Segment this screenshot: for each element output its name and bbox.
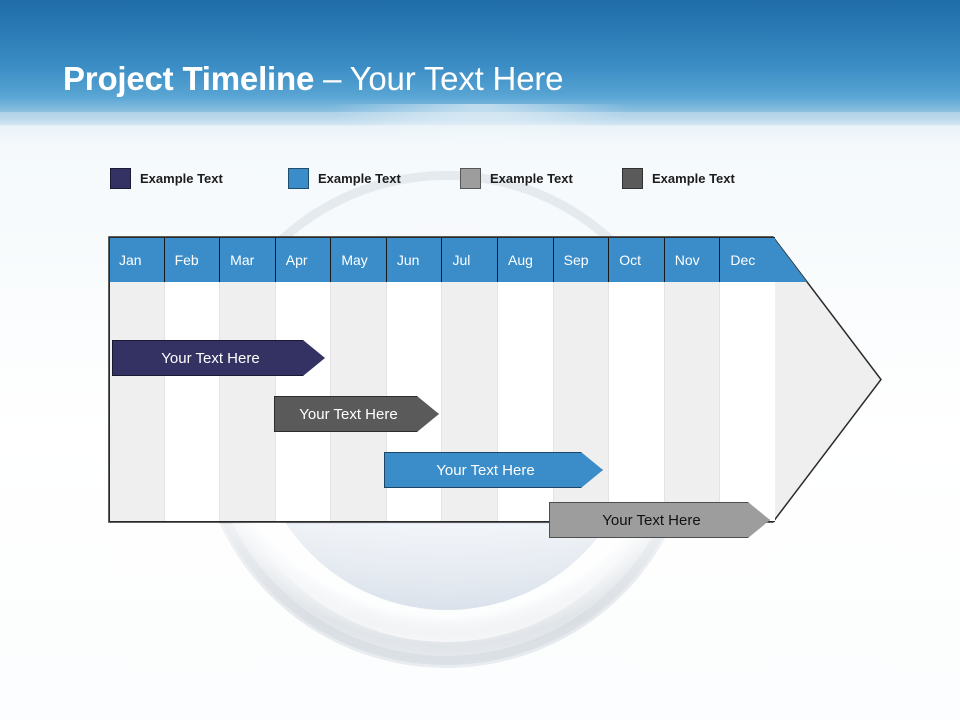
task-arrow-4[interactable]: Your Text Here bbox=[549, 502, 770, 538]
legend-swatch-icon-3 bbox=[460, 168, 481, 189]
month-header-dec[interactable]: Dec bbox=[720, 237, 775, 282]
legend-item-label: Example Text bbox=[490, 171, 573, 186]
month-column-jan bbox=[109, 282, 165, 522]
month-header-sep[interactable]: Sep bbox=[553, 237, 610, 282]
legend-item-label: Example Text bbox=[318, 171, 401, 186]
page-title-bold: Project Timeline bbox=[63, 60, 315, 97]
month-column-mar bbox=[220, 282, 276, 522]
task-arrow-label: Your Text Here bbox=[161, 349, 260, 367]
legend: Example Text Example Text Example Text Exam… bbox=[110, 168, 810, 196]
month-header-oct[interactable]: Oct bbox=[609, 237, 665, 282]
month-header-may[interactable]: May bbox=[331, 237, 387, 282]
title-banner-sheen bbox=[330, 104, 630, 148]
legend-item-3[interactable]: Example Text bbox=[460, 168, 573, 189]
task-arrow-2[interactable]: Your Text Here bbox=[274, 396, 439, 432]
month-header-feb[interactable]: Feb bbox=[164, 237, 221, 282]
legend-item-2[interactable]: Example Text bbox=[288, 168, 401, 189]
month-column-oct bbox=[609, 282, 665, 522]
task-arrow-label: Your Text Here bbox=[436, 461, 535, 479]
legend-item-1[interactable]: Example Text bbox=[110, 168, 223, 189]
month-header-jun[interactable]: Jun bbox=[386, 237, 443, 282]
month-column-feb bbox=[164, 282, 221, 522]
page-title: Project Timeline – Your Text Here bbox=[63, 58, 563, 100]
month-column-nov bbox=[664, 282, 721, 522]
month-header-apr[interactable]: Apr bbox=[275, 237, 332, 282]
legend-swatch-icon-1 bbox=[110, 168, 131, 189]
legend-swatch-icon-2 bbox=[288, 168, 309, 189]
month-header-aug[interactable]: Aug bbox=[498, 237, 554, 282]
task-arrow-1[interactable]: Your Text Here bbox=[112, 340, 325, 376]
month-header-nov[interactable]: Nov bbox=[664, 237, 721, 282]
month-header-mar[interactable]: Mar bbox=[220, 237, 276, 282]
task-arrow-label: Your Text Here bbox=[602, 511, 701, 529]
month-header-jan[interactable]: Jan bbox=[109, 237, 165, 282]
task-arrow-3[interactable]: Your Text Here bbox=[384, 452, 603, 488]
task-arrow-label: Your Text Here bbox=[299, 405, 398, 423]
month-column-dec bbox=[720, 282, 775, 522]
legend-item-4[interactable]: Example Text bbox=[622, 168, 735, 189]
page-title-rest: – Your Text Here bbox=[314, 60, 564, 97]
legend-item-label: Example Text bbox=[652, 171, 735, 186]
month-header-jul[interactable]: Jul bbox=[442, 237, 499, 282]
legend-item-label: Example Text bbox=[140, 171, 223, 186]
legend-swatch-icon-4 bbox=[622, 168, 643, 189]
